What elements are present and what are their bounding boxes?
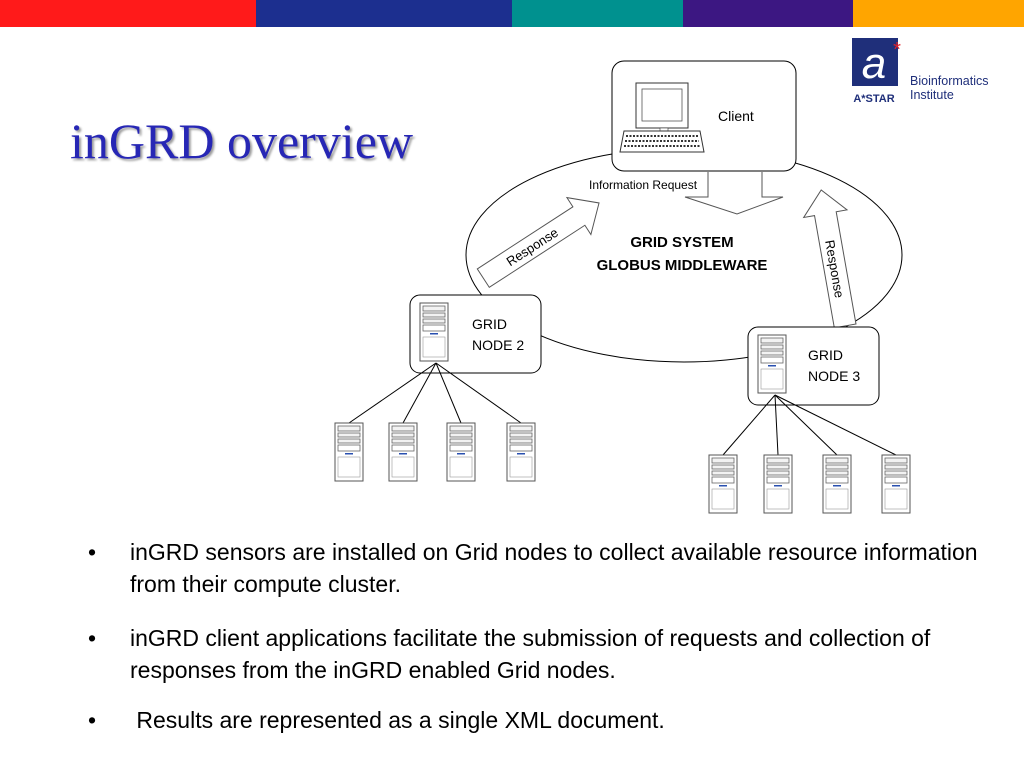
astar-logo: a * A*STAR Bioinformatics Institute xyxy=(850,36,1020,108)
bullet-marker: • xyxy=(88,539,97,565)
cluster-server-icon xyxy=(708,454,738,514)
globus-middleware-label: GLOBUS MIDDLEWARE xyxy=(597,257,768,274)
logo-line2: Institute xyxy=(910,88,954,102)
svg-text:a: a xyxy=(862,39,886,88)
bullet-text: Results are represented as a single XML … xyxy=(130,707,665,733)
cluster-server-icon xyxy=(822,454,852,514)
grid-node-2-label-line2: NODE 2 xyxy=(472,337,524,353)
cluster-server-icon xyxy=(881,454,911,514)
grid-system-label: GRID SYSTEM xyxy=(630,234,733,251)
grid-node-2-label-line1: GRID xyxy=(472,316,507,332)
logo-line1: Bioinformatics xyxy=(910,74,989,88)
bullet-text: inGRD client applications facilitate the… xyxy=(130,625,931,683)
band-orange xyxy=(853,0,1024,27)
band-blue xyxy=(256,0,512,27)
cluster-server-icon xyxy=(446,422,476,482)
astar-logo-icon: a * A*STAR xyxy=(852,38,901,105)
band-purple xyxy=(683,0,853,27)
svg-text:*: * xyxy=(893,39,901,61)
bullet-text: inGRD sensors are installed on Grid node… xyxy=(130,539,978,597)
band-teal xyxy=(512,0,683,27)
information-request-label: Information Request xyxy=(589,178,698,192)
grid-node-3-label-line2: NODE 3 xyxy=(808,368,860,384)
grid-diagram: Client Information Request GRID SYSTEM G… xyxy=(334,60,911,514)
cluster-server-icon xyxy=(506,422,536,482)
slide-title: inGRD overview xyxy=(70,113,413,169)
grid-node-3-connectors xyxy=(722,394,897,456)
logo-mark: A*STAR xyxy=(853,93,894,105)
bullet-marker: • xyxy=(88,707,97,733)
cluster-server-icon xyxy=(388,422,418,482)
grid-node-3-server-icon xyxy=(757,334,787,394)
header-color-band xyxy=(0,0,1024,27)
information-request-arrow xyxy=(684,172,784,215)
cluster-server-icon xyxy=(334,422,364,482)
cluster-server-icon xyxy=(763,454,793,514)
client-computer-icon xyxy=(619,82,705,153)
bullet-marker: • xyxy=(88,625,97,651)
grid-node-2-connectors xyxy=(348,362,522,424)
band-red xyxy=(0,0,256,27)
grid-node-3-label-line1: GRID xyxy=(808,347,843,363)
grid-node-2-server-icon xyxy=(419,302,449,362)
response-arrow-right: Response xyxy=(802,189,857,329)
client-label: Client xyxy=(718,108,754,124)
logo-institute-name: Bioinformatics Institute xyxy=(910,74,989,102)
